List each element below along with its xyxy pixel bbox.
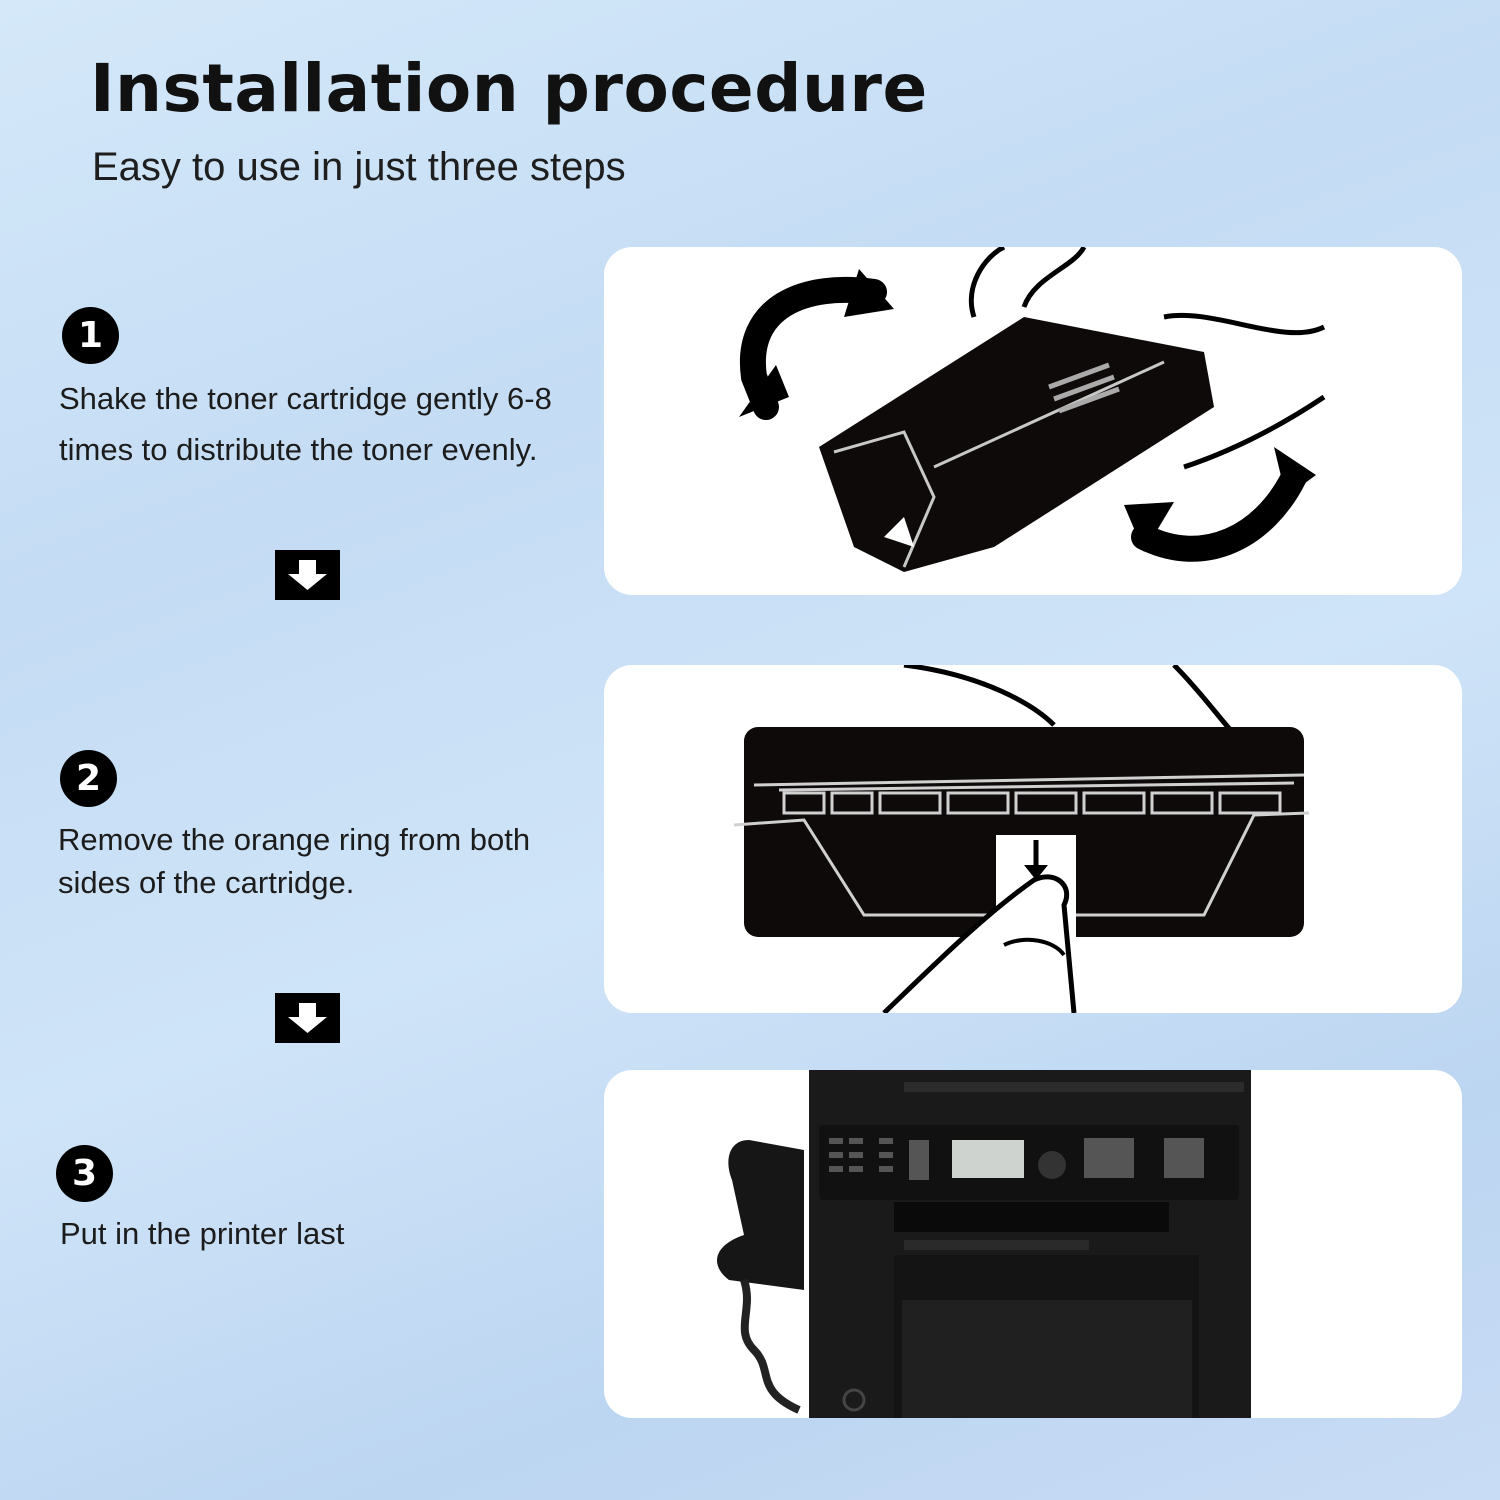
printer-photo (717, 1070, 1251, 1418)
down-arrow-icon (275, 550, 340, 600)
page-subtitle: Easy to use in just three steps (92, 145, 626, 189)
step-3-text: Put in the printer last (60, 1216, 345, 1251)
remove-ring-illustration (733, 665, 1310, 1013)
step-2-image (604, 665, 1462, 1013)
shake-cartridge-illustration (739, 247, 1326, 572)
step-3-image (604, 1070, 1462, 1418)
step-2-text: Remove the orange ring from both sides o… (58, 822, 531, 900)
step-1-image (604, 247, 1462, 595)
step-1-badge: 1 (62, 307, 119, 364)
step-3-badge: 3 (56, 1145, 113, 1202)
step-1-text: Shake the toner cartridge gently 6-8 tim… (59, 381, 552, 467)
down-arrow-icon (275, 993, 340, 1043)
page-title: Installation procedure (90, 50, 928, 127)
step-2-badge: 2 (60, 750, 117, 807)
